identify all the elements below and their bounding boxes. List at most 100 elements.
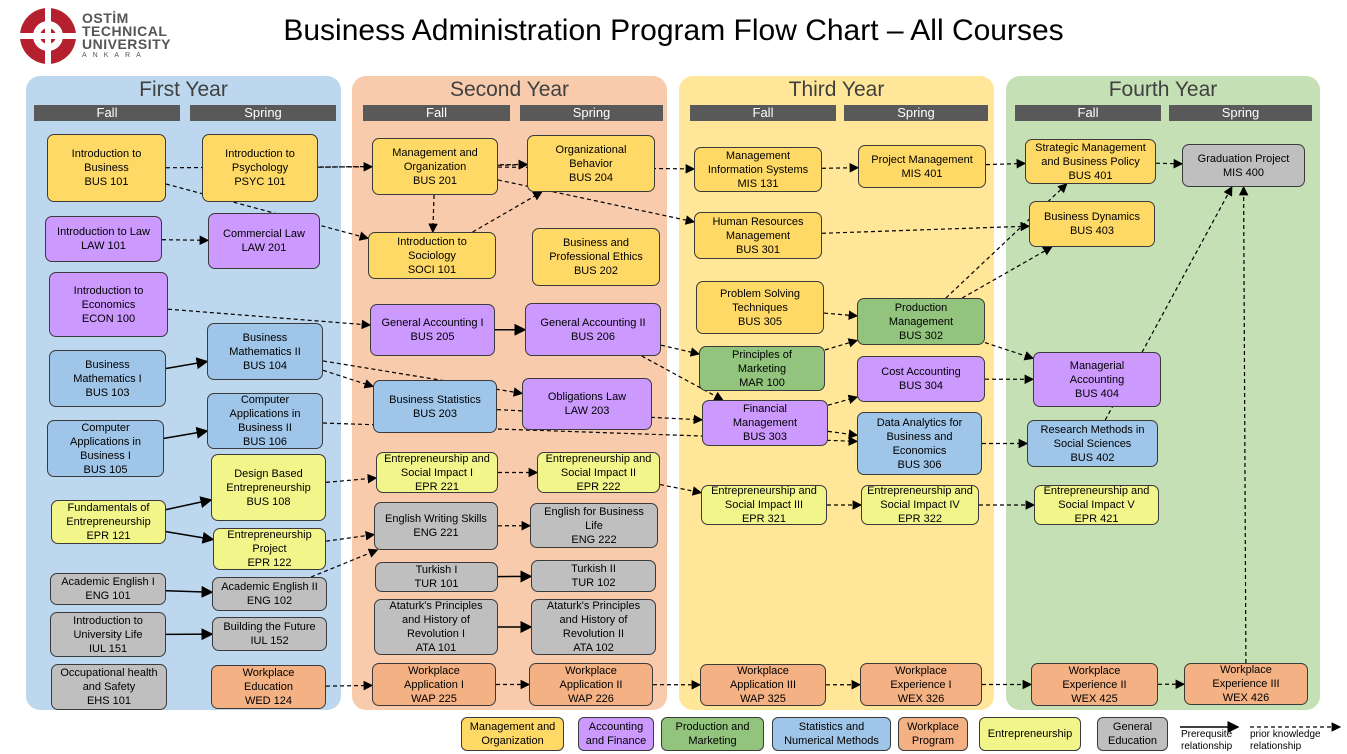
course-bus404: Managerial Accounting BUS 404 — [1033, 352, 1161, 407]
arrow-bus302-to-bus404 — [984, 342, 1035, 361]
university-name: OSTİM TECHNICAL UNIVERSITY ANKARA — [82, 10, 172, 59]
legend-item-general: General Education — [1097, 717, 1168, 751]
legend-item-workplace: Workplace Program — [898, 717, 968, 751]
year-title: Fourth Year — [1108, 78, 1218, 101]
semester-header-spring: Spring — [190, 105, 336, 121]
arrow-bus201-to-soci101 — [428, 194, 438, 234]
arrow-law101-to-law201 — [161, 235, 210, 245]
course-law101: Introduction to Law LAW 101 — [45, 216, 162, 262]
course-bus301: Human Resources Management BUS 301 — [694, 212, 822, 259]
arrow-bus305-to-bus302 — [823, 310, 859, 320]
arrow-bus201-to-bus204 — [497, 160, 529, 170]
arrow-bus303-to-bus306 — [827, 429, 859, 439]
year-title: Second Year — [449, 78, 570, 101]
legend-item-accounting: Accounting and Finance — [578, 717, 654, 751]
course-bus103: Business Mathematics I BUS 103 — [49, 350, 166, 407]
arrow-bus302-to-bus403 — [961, 246, 1053, 299]
course-law201: Commercial Law LAW 201 — [208, 213, 320, 269]
arrow-bus303-to-bus304 — [827, 394, 859, 406]
course-iul151: Introduction to University Life IUL 151 — [50, 612, 166, 657]
course-wex326: Workplace Experience I WEX 326 — [860, 663, 982, 706]
course-bus105: Computer Applications in Business I BUS … — [47, 420, 164, 477]
arrow-bus103-to-bus104 — [165, 357, 209, 370]
course-psyc101: Introduction to Psychology PSYC 101 — [202, 134, 318, 202]
course-soci101: Introduction to Sociology SOCI 101 — [368, 232, 496, 279]
university-logo: OSTİM TECHNICAL UNIVERSITY ANKARA — [18, 6, 188, 66]
course-epr321: Entrepreneurship and Social Impact III E… — [701, 485, 827, 525]
course-iul152: Building the Future IUL 152 — [212, 617, 327, 651]
arrow-epr222-to-epr321 — [659, 483, 703, 496]
course-bus401: Strategic Management and Business Policy… — [1025, 139, 1156, 184]
course-mar100: Principles of Marketing MAR 100 — [699, 346, 825, 391]
course-wex425: Workplace Experience II WEX 425 — [1031, 663, 1158, 706]
arrow-bus301-to-bus403 — [821, 221, 1031, 234]
arrow-bus203-to-bus303 — [496, 409, 704, 425]
course-bus403: Business Dynamics BUS 403 — [1029, 201, 1155, 247]
arrow-mis401-to-bus401 — [985, 158, 1027, 169]
course-bus203: Business Statistics BUS 203 — [373, 380, 497, 433]
arrow-epr122-to-eng221 — [325, 530, 376, 542]
arrow-wed124-to-wap225 — [325, 680, 374, 691]
course-eng101: Academic English I ENG 101 — [50, 573, 166, 605]
course-mis400: Graduation Project MIS 400 — [1182, 144, 1305, 187]
arrow-eng101-to-eng102 — [165, 585, 214, 598]
legend-item-entrepreneurship: Entrepreneurship — [979, 717, 1081, 751]
course-epr122: Entrepreneurship Project EPR 122 — [213, 528, 326, 570]
course-wex426: Workplace Experience III WEX 426 — [1184, 663, 1308, 705]
arrow-bus101-to-bus201 — [165, 162, 374, 172]
course-eng222: English for Business Life ENG 222 — [530, 503, 658, 548]
arrow-bus105-to-bus106 — [163, 426, 209, 440]
university-logo-icon — [18, 6, 78, 66]
course-bus206: General Accounting II BUS 206 — [525, 303, 661, 356]
arrow-bus401-to-mis400 — [1155, 158, 1184, 169]
arrow-bus108-to-epr221 — [325, 473, 378, 484]
year-title: First Year — [139, 78, 228, 101]
arrow-econ100-to-bus205 — [167, 308, 372, 330]
semester-header-fall: Fall — [363, 105, 510, 121]
semester-header-spring: Spring — [844, 105, 988, 121]
arrow-soci101-to-bus204 — [472, 191, 543, 233]
course-bus201: Management and Organization BUS 201 — [372, 138, 498, 195]
legend-prior-knowledge-label: prior knowledge relationship — [1250, 729, 1321, 752]
course-epr421: Entrepreneurship and Social Impact V EPR… — [1034, 485, 1159, 525]
course-econ100: Introduction to Economics ECON 100 — [49, 272, 168, 337]
course-eng221: English Writing Skills ENG 221 — [374, 502, 498, 550]
semester-header-fall: Fall — [34, 105, 180, 121]
course-ata102: Ataturk's Principles and History of Revo… — [531, 599, 656, 655]
course-bus304: Cost Accounting BUS 304 — [857, 356, 985, 402]
arrow-epr121-to-bus108 — [165, 496, 213, 511]
course-bus205: General Accounting I BUS 205 — [370, 304, 495, 356]
course-bus202: Business and Professional Ethics BUS 202 — [532, 228, 660, 286]
course-bus108: Design Based Entrepreneurship BUS 108 — [211, 454, 326, 521]
course-bus302: Production Management BUS 302 — [857, 298, 985, 345]
course-bus303: Financial Management BUS 303 — [702, 400, 828, 446]
arrow-eng102-to-eng221 — [310, 548, 379, 578]
year-title: Third Year — [788, 78, 885, 101]
course-wap225: Workplace Application I WAP 225 — [372, 663, 496, 706]
legend-item-production: Production and Marketing — [661, 717, 764, 751]
arrow-epr121-to-epr122 — [165, 530, 215, 544]
course-mis401: Project Management MIS 401 — [858, 145, 986, 188]
course-epr121: Fundamentals of Entrepreneurship EPR 121 — [51, 500, 166, 544]
course-law203: Obligations Law LAW 203 — [522, 378, 652, 430]
course-bus204: Organizational Behavior BUS 204 — [527, 135, 655, 192]
course-wap325: Workplace Application III WAP 325 — [700, 664, 826, 706]
course-epr221: Entrepreneurship and Social Impact I EPR… — [376, 452, 498, 493]
course-bus305: Problem Solving Techniques BUS 305 — [696, 281, 824, 334]
course-bus101: Introduction to Business BUS 101 — [47, 134, 166, 202]
page-title: Business Administration Program Flow Cha… — [283, 14, 1064, 47]
course-bus106: Computer Applications in Business II BUS… — [207, 393, 323, 449]
course-bus402: Research Methods in Social Sciences BUS … — [1027, 420, 1158, 467]
semester-header-spring: Spring — [1169, 105, 1312, 121]
arrow-bus104-to-bus203 — [322, 369, 375, 389]
semester-header-fall: Fall — [690, 105, 836, 121]
course-ata101: Ataturk's Principles and History of Revo… — [374, 599, 498, 655]
course-bus306: Data Analytics for Business and Economic… — [857, 412, 982, 475]
arrow-mar100-to-bus302 — [824, 338, 859, 351]
course-tur101: Turkish I TUR 101 — [375, 562, 498, 592]
arrow-bus206-to-mar100 — [660, 344, 701, 357]
course-wap226: Workplace Application II WAP 226 — [529, 663, 653, 706]
arrow-bus201-to-bus301 — [497, 179, 696, 225]
legend-item-management: Management and Organization — [461, 717, 564, 751]
course-wed124: Workplace Education WED 124 — [211, 665, 326, 709]
